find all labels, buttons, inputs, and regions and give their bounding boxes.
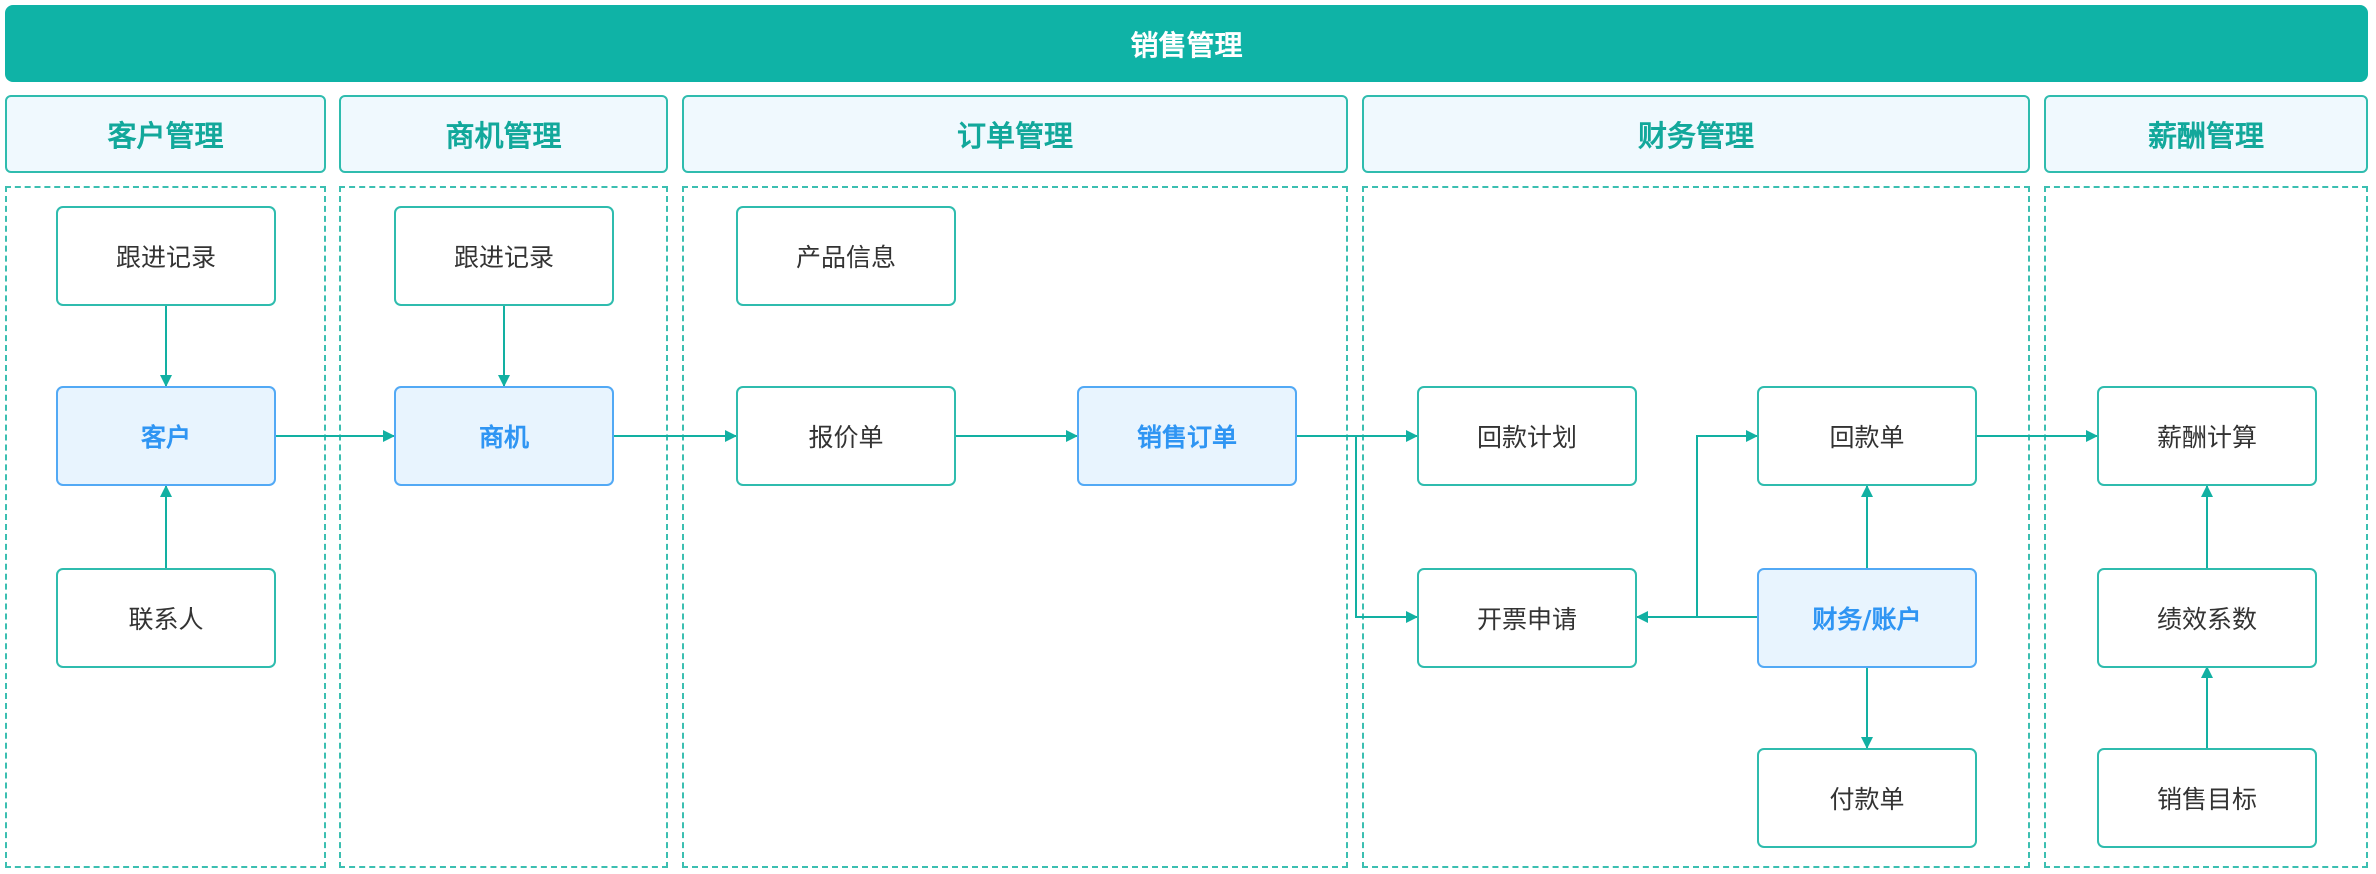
section-finance: 财务管理: [1362, 95, 2030, 173]
node-contact[interactable]: 联系人: [56, 568, 276, 668]
node-performance[interactable]: 绩效系数: [2097, 568, 2317, 668]
section-order: 订单管理: [682, 95, 1348, 173]
zone-finance: [1362, 186, 2030, 868]
arrow-finance-to-receipt-side: [1696, 430, 1758, 617]
node-invoice-request[interactable]: 开票申请: [1417, 568, 1637, 668]
section-customer: 客户管理: [5, 95, 326, 173]
node-opp-follow[interactable]: 跟进记录: [394, 206, 614, 306]
section-opportunity: 商机管理: [339, 95, 668, 173]
arrow-order-to-invoice: [1355, 436, 1418, 623]
zone-customer: [5, 186, 326, 868]
node-salary-calc[interactable]: 薪酬计算: [2097, 386, 2317, 486]
node-payment-plan[interactable]: 回款计划: [1417, 386, 1637, 486]
node-payment[interactable]: 付款单: [1757, 748, 1977, 848]
section-salary: 薪酬管理: [2044, 95, 2368, 173]
zone-order: [682, 186, 1348, 868]
node-product[interactable]: 产品信息: [736, 206, 956, 306]
node-sales-target[interactable]: 销售目标: [2097, 748, 2317, 848]
zone-opportunity: [339, 186, 668, 868]
node-cust-follow[interactable]: 跟进记录: [56, 206, 276, 306]
zone-salary: [2044, 186, 2368, 868]
node-receipt[interactable]: 回款单: [1757, 386, 1977, 486]
diagram-title: 销售管理: [5, 5, 2368, 82]
node-customer[interactable]: 客户: [56, 386, 276, 486]
node-sales-order[interactable]: 销售订单: [1077, 386, 1297, 486]
node-finance-account[interactable]: 财务/账户: [1757, 568, 1977, 668]
node-quote[interactable]: 报价单: [736, 386, 956, 486]
node-opportunity[interactable]: 商机: [394, 386, 614, 486]
